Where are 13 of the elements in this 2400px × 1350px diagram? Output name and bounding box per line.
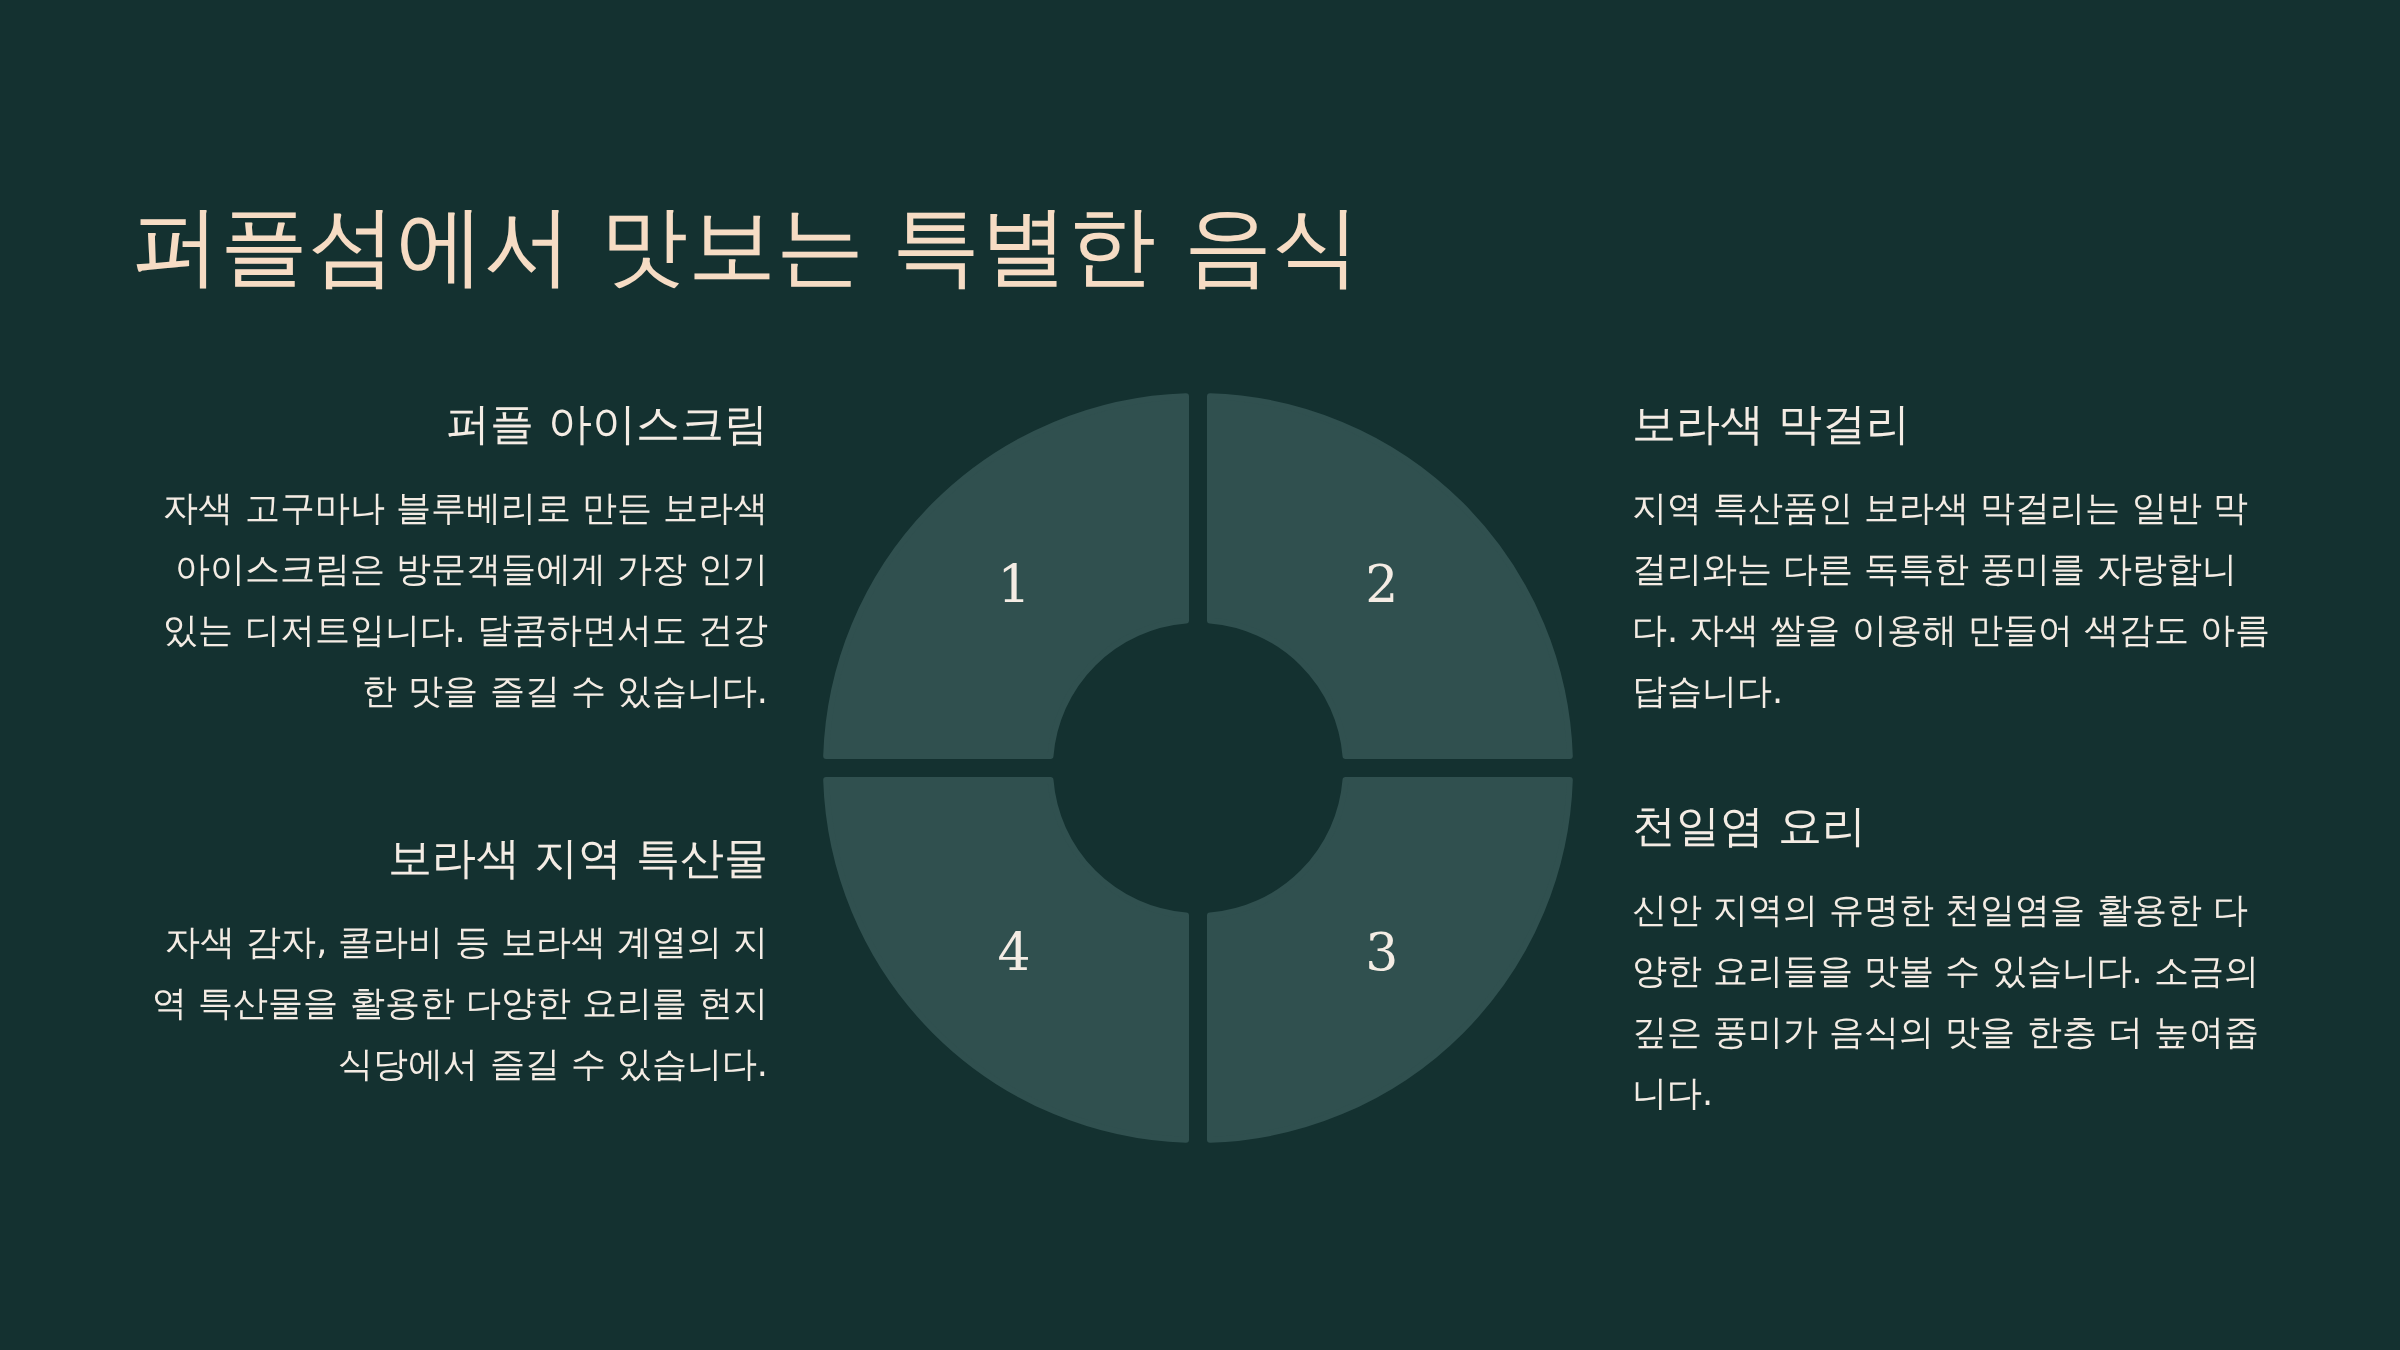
- section-heading: 천일염 요리: [1632, 800, 1867, 853]
- description-text: 자색 고구마나 블루베리로 만든 보라색 아이스크림은 방문객들에게 가장 인기 있는 디저트입니다. 달콤하면서도 건강한 맛을 즐길 수 있습니다.: [162, 487, 768, 713]
- section-heading: 퍼플 아이스크림: [445, 398, 768, 451]
- description-text: 신안 지역의 유명한 천일염을 활용한 다양한 요리들을 맛볼 수 있습니다. 소금의 깊은 풍미가 음식의 맛을 한층 더 높여줍니다.: [1632, 889, 2260, 1115]
- segment-number: 2: [1365, 554, 1399, 615]
- description-text: 자색 감자, 콜라비 등 보라색 계열의 지역 특산물을 활용한 다양한 요리를 현지 식당에서 즐길 수 있습니다.: [151, 921, 768, 1086]
- segment-number: 4: [997, 921, 1031, 982]
- section-heading: 보라색 지역 특산물: [387, 832, 768, 885]
- segment-number: 3: [1365, 921, 1399, 982]
- segment-number: 1: [997, 554, 1031, 615]
- section-heading: 보라색 막걸리: [1632, 398, 1911, 451]
- description-text: 지역 특산품인 보라색 막걸리는 일반 막걸리와는 다른 독특한 풍미를 자랑합니다. 자색 쌀을 이용해 만들어 색감도 아름답습니다.: [1632, 487, 2271, 713]
- slide-title: 퍼플섬에서 맛보는 특별한 음식: [132, 198, 1360, 295]
